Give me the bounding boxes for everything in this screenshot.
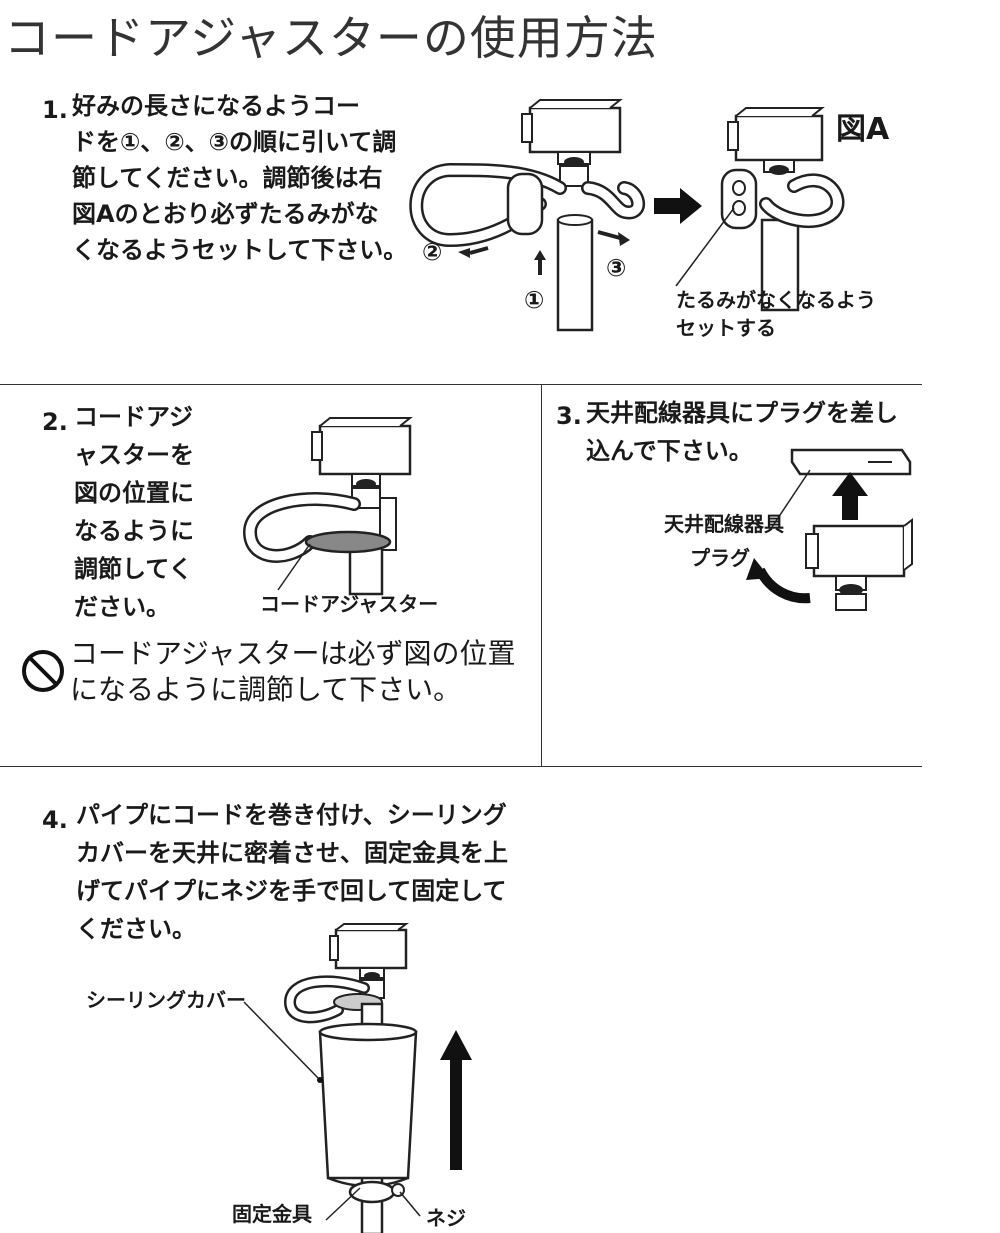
screw-label: ネジ (426, 1206, 466, 1230)
step3-line: 込んで下さい。 (586, 437, 753, 465)
step1-line: くなるようセットして下さい。 (72, 236, 408, 264)
step2-line: ださい。 (74, 593, 170, 621)
step3-line: 天井配線器具にプラグを差し (586, 399, 898, 427)
step2-line: 調節してく (74, 555, 193, 583)
step3-text: 天井配線器具にプラグを差し 込んで下さい。 (586, 394, 898, 470)
step2-number: 2. (42, 408, 68, 436)
divider-top (0, 384, 922, 385)
slack-label-line: たるみがなくなるよう (676, 288, 876, 312)
callout-2: ② (422, 238, 443, 266)
fixture-label: 天井配線器具 (664, 512, 784, 536)
divider-vertical (541, 384, 542, 766)
warning-line: コードアジャスターは必ず図の位置 (70, 637, 516, 670)
warning-line: になるように調節して下さい。 (70, 673, 462, 706)
plug-label: プラグ (690, 546, 750, 570)
cord-loop-illustration (409, 99, 645, 332)
step1-line: 図Aのとおり必ずたるみがな (72, 200, 379, 228)
slack-label-line: セットする (676, 316, 776, 340)
step1-text: 好みの長さになるようコー ドを①、②、③の順に引いて調 節してください。調節後は… (72, 88, 407, 268)
step4-line: ください。 (76, 915, 196, 943)
right-arrow-icon (654, 188, 702, 224)
adjuster-position-illustration (242, 417, 413, 596)
step1-line: 節してください。調節後は右 (72, 164, 383, 192)
bracket-label: 固定金具 (232, 1202, 312, 1226)
warning-text: コードアジャスターは必ず図の位置 になるように調節して下さい。 (70, 636, 515, 708)
page-title: コードアジャスターの使用方法 (4, 11, 658, 65)
plug-insert-illustration (746, 448, 913, 611)
step4-text: パイプにコードを巻き付け、シーリング カバーを天井に密着させ、固定金具を上 げて… (76, 796, 508, 948)
figure-a-illustration (675, 107, 845, 312)
ceiling-cover-illustration (243, 923, 472, 1233)
step2-line: 図の位置に (74, 479, 194, 507)
step2-line: ャスターを (74, 441, 194, 469)
slack-label: たるみがなくなるよう セットする (676, 286, 876, 342)
ceiling-cover-label: シーリングカバー (86, 988, 246, 1012)
step1-number: 1. (42, 96, 68, 124)
step4-line: パイプにコードを巻き付け、シーリング (76, 801, 507, 829)
step1-line: 好みの長さになるようコー (72, 92, 360, 120)
step4-number: 4. (42, 806, 68, 834)
figure-a-label: 図A (836, 112, 890, 147)
callout-3: ③ (606, 254, 627, 282)
step4-line: げてパイプにネジを手で回して固定して (76, 877, 507, 905)
callout-1: ① (524, 286, 545, 314)
prohibited-icon (22, 650, 64, 692)
step2-line: なるように (74, 517, 194, 545)
step4-line: カバーを天井に密着させ、固定金具を上 (76, 839, 508, 867)
step2-text: コードアジ ャスターを 図の位置に なるように 調節してく ださい。 (74, 398, 194, 626)
adjuster-label: コードアジャスター (260, 592, 439, 616)
step2-line: コードアジ (74, 403, 194, 431)
step1-line: ドを①、②、③の順に引いて調 (72, 128, 397, 156)
divider-bottom (0, 766, 922, 767)
step3-number: 3. (556, 402, 582, 430)
